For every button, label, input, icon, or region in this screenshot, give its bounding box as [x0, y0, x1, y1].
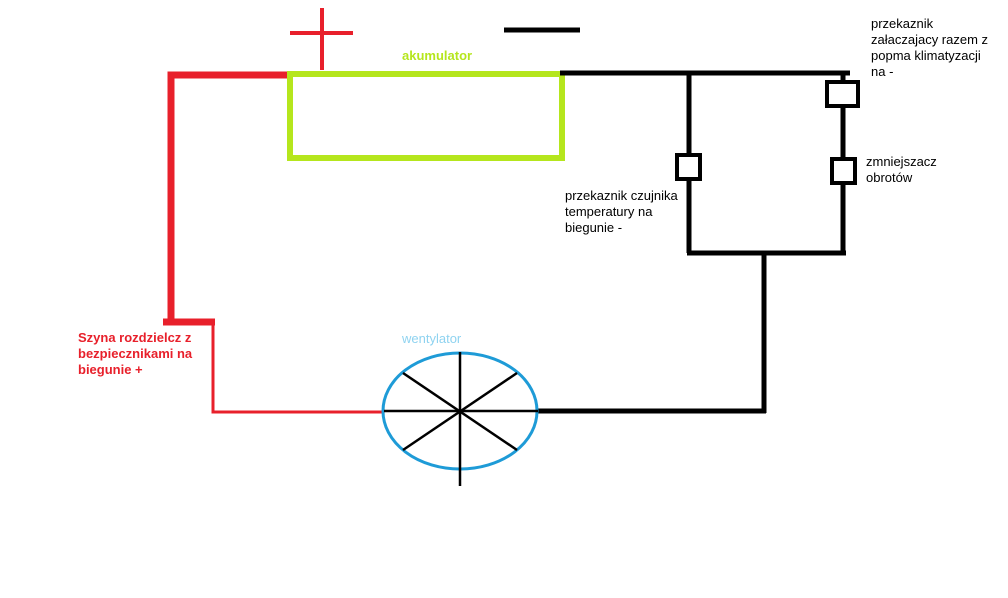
temperature-relay-label: przekaznik czujnika temperatury na biegu…	[565, 188, 678, 235]
negative-wire	[538, 70, 850, 414]
speed-reducer	[830, 157, 857, 185]
plus-sign-icon	[290, 8, 353, 70]
busbar-label: Szyna rozdzielcz z bezpiecznikami na bie…	[78, 330, 193, 377]
fan-label: wentylator	[402, 331, 462, 346]
fan-icon	[381, 351, 539, 486]
temperature-sensor-relay	[675, 153, 702, 181]
battery-label: akumulator	[402, 48, 473, 63]
speed-reducer-label: zmniejszacz obrotów	[866, 154, 937, 185]
ac-relay	[825, 80, 860, 108]
battery	[287, 71, 565, 161]
positive-wire	[163, 71, 384, 414]
ac-relay-label: przekaznik załaczajacy razem z popma kli…	[871, 16, 989, 79]
